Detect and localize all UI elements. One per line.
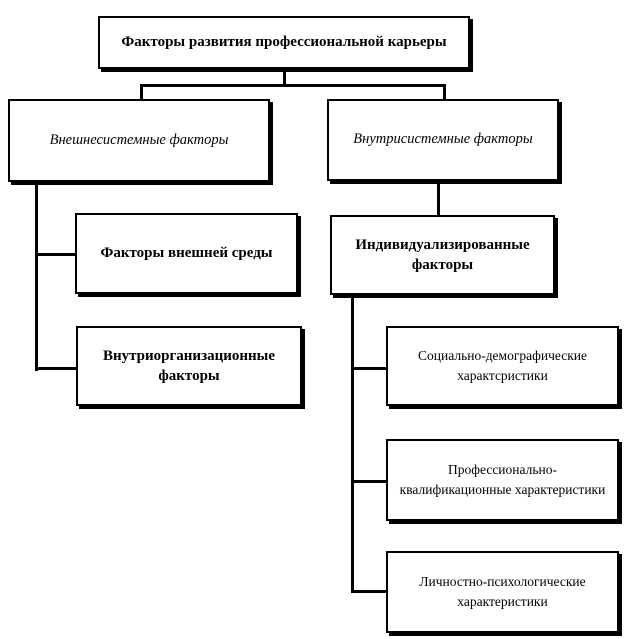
personal-psychological-node: Личностно-психологические характеристики [386, 551, 619, 633]
root-label: Факторы развития профессиональной карьер… [121, 34, 447, 51]
connector-right-down [437, 180, 440, 216]
connector-right-child-2 [351, 480, 389, 483]
external-factors-node: Внешнесистемные факторы [8, 99, 270, 182]
connector-top-horizontal [140, 84, 446, 87]
connector-left-child-2 [35, 367, 77, 370]
connector-root-down [283, 68, 286, 87]
internal-factors-label: Внутрисистемные факторы [353, 131, 533, 148]
root-node: Факторы развития профессиональной карьер… [98, 16, 470, 69]
internal-factors-node: Внутрисистемные факторы [327, 99, 559, 181]
connector-right-child-3 [351, 590, 389, 593]
connector-to-left-branch [140, 84, 143, 100]
professional-qualification-node: Профессионально-квалификационные характе… [386, 439, 619, 521]
intraorganizational-factors-label: Внутриорганизационные факторы [102, 347, 276, 384]
intraorganizational-factors-node: Внутриорганизационные факторы [76, 326, 302, 406]
connector-left-child-1 [35, 253, 77, 256]
socio-demographic-node: Социально-демографические характсристики [386, 326, 619, 406]
individualized-factors-label: Индивидуализированные факторы [355, 236, 530, 273]
external-factors-label: Внешнесистемные факторы [49, 131, 229, 148]
individualized-factors-node: Индивидуализированные факторы [330, 215, 555, 295]
socio-demographic-label: Социально-демографические характсристики [418, 347, 587, 383]
personal-psychological-label: Личностно-психологические характеристики [419, 573, 586, 609]
connector-right-spine [351, 294, 354, 593]
connector-to-right-branch [443, 84, 446, 100]
connector-right-child-1 [351, 367, 389, 370]
connector-left-spine [35, 181, 38, 371]
professional-qualification-label: Профессионально-квалификационные характе… [399, 461, 606, 497]
environment-factors-node: Факторы внешней среды [75, 213, 298, 294]
environment-factors-label: Факторы внешней среды [100, 245, 273, 262]
